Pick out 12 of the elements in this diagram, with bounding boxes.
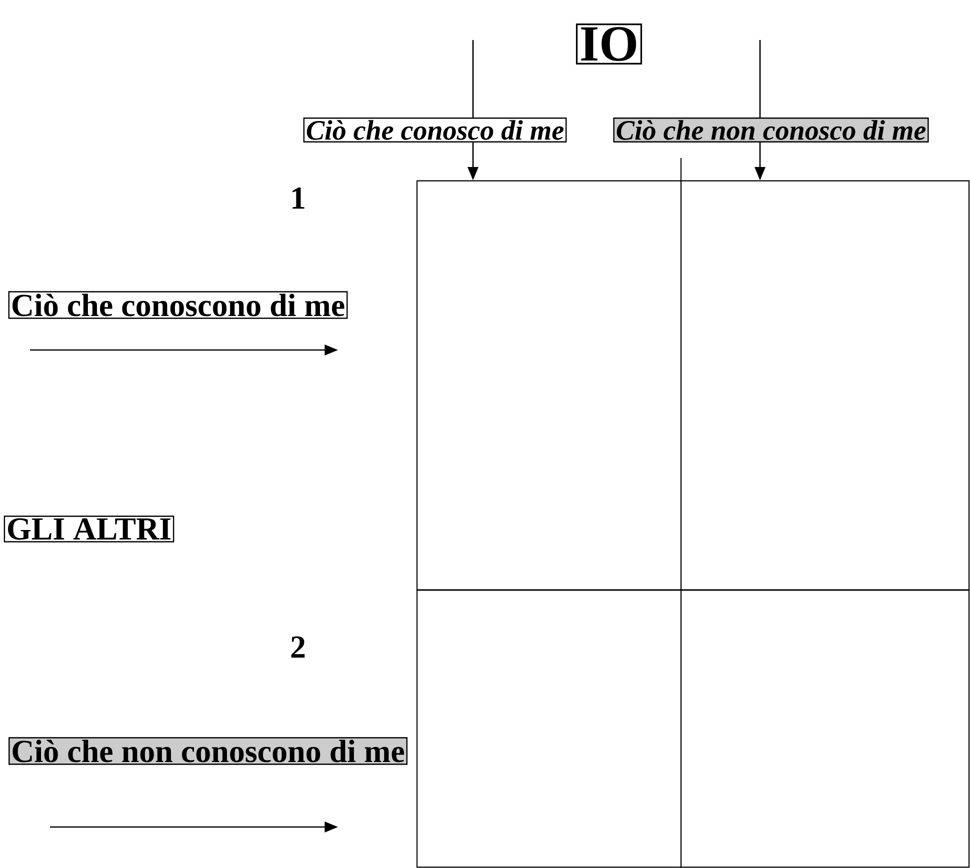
- grid-cell: [680, 589, 970, 868]
- grid-cell: [680, 180, 970, 591]
- label-box: Ciò che non conosco di me: [613, 118, 929, 142]
- label-box: Ciò che conoscono di me: [8, 291, 348, 319]
- label-box: Ciò che non conoscono di me: [8, 737, 408, 765]
- label-box: GLI ALTRI: [4, 516, 174, 542]
- row-number: 2: [291, 636, 305, 658]
- grid-cell: [416, 589, 682, 868]
- label-box: Ciò che conosco di me: [303, 118, 567, 142]
- grid-cell: [416, 180, 682, 591]
- title-box: IO: [576, 24, 642, 64]
- row-number: 1: [292, 187, 304, 209]
